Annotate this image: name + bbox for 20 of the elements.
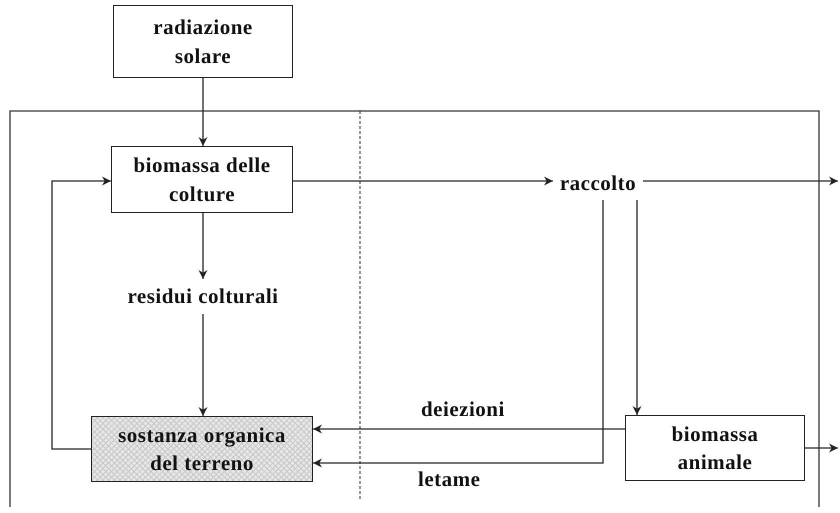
box-label: radiazione solare bbox=[152, 14, 254, 70]
box-label: sostanza organica del terreno bbox=[117, 422, 287, 477]
process-box bbox=[625, 415, 805, 481]
box-label: biomassa delle colture bbox=[132, 152, 272, 208]
arrow bbox=[643, 176, 838, 186]
arrow bbox=[313, 424, 625, 434]
process-box bbox=[113, 5, 293, 78]
flow-label: residui colturali bbox=[103, 279, 303, 314]
box-label: biomassa animale bbox=[670, 420, 760, 476]
arrow bbox=[198, 213, 208, 279]
arrow bbox=[198, 314, 208, 416]
process-box bbox=[111, 146, 293, 213]
arrow bbox=[632, 200, 642, 415]
arrow bbox=[198, 78, 208, 146]
arrow bbox=[313, 200, 604, 468]
process-box bbox=[91, 416, 313, 482]
arrow bbox=[51, 176, 111, 450]
arrow bbox=[805, 444, 838, 452]
arrow bbox=[293, 176, 553, 186]
flow-label: raccolto bbox=[553, 166, 643, 200]
